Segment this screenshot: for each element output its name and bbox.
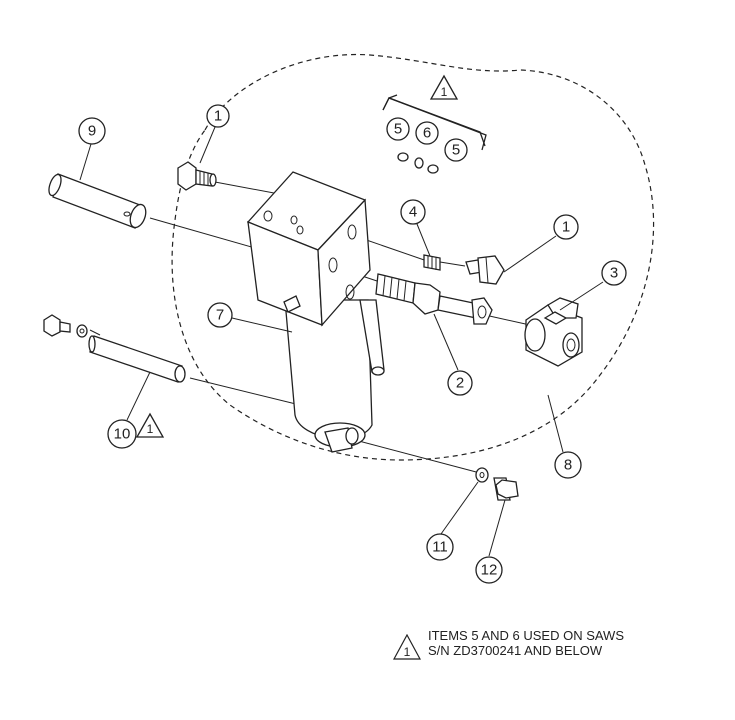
coil-part-3 xyxy=(524,297,583,367)
svg-text:5: 5 xyxy=(452,142,460,159)
svg-text:7: 7 xyxy=(216,307,224,324)
svg-text:9: 9 xyxy=(88,123,96,140)
svg-text:12: 12 xyxy=(481,562,498,579)
washer-11-bolt-12 xyxy=(475,467,519,501)
callout-5-right: 5 xyxy=(444,138,468,162)
fitting-part-1-left xyxy=(177,161,217,191)
bolt-washer-tube-10 xyxy=(43,314,186,383)
svg-text:1: 1 xyxy=(562,219,570,236)
delta-flag-note: 1 xyxy=(393,634,421,660)
valve-part-2 xyxy=(375,273,493,325)
svg-text:1: 1 xyxy=(147,422,154,436)
svg-text:6: 6 xyxy=(423,125,431,142)
cartridge-part-4 xyxy=(423,254,466,271)
callout-6: 6 xyxy=(415,121,439,145)
callout-9: 9 xyxy=(78,117,106,145)
svg-text:8: 8 xyxy=(564,457,572,474)
svg-text:3: 3 xyxy=(610,265,618,282)
footnote-line-1: ITEMS 5 AND 6 USED ON SAWS xyxy=(428,628,625,643)
delta-flag-item-10: 1 xyxy=(135,412,165,438)
svg-text:5: 5 xyxy=(394,121,402,138)
assembly-boundary-dashed xyxy=(171,53,655,461)
callout-12: 12 xyxy=(475,556,503,584)
callout-1-left: 1 xyxy=(206,104,230,128)
seal-rings-5-6-5 xyxy=(397,152,439,174)
valve-block-body xyxy=(246,171,385,453)
plug-part-1-right xyxy=(465,255,505,285)
callout-11: 11 xyxy=(426,533,454,561)
svg-text:1: 1 xyxy=(441,85,448,99)
svg-text:4: 4 xyxy=(409,204,417,221)
callout-10: 10 xyxy=(107,419,137,449)
callout-5-left: 5 xyxy=(386,117,410,141)
svg-text:10: 10 xyxy=(114,426,131,443)
callout-1-right: 1 xyxy=(553,214,579,240)
footnote: ITEMS 5 AND 6 USED ON SAWS S/N ZD3700241… xyxy=(428,628,624,658)
footnote-line-2: S/N ZD3700241 AND BELOW xyxy=(428,643,603,658)
callout-7: 7 xyxy=(207,302,233,328)
svg-text:1: 1 xyxy=(214,108,222,125)
svg-text:1: 1 xyxy=(404,645,411,659)
callout-3: 3 xyxy=(601,260,627,286)
callout-2: 2 xyxy=(447,370,473,396)
delta-flag-top: 1 xyxy=(429,74,459,100)
svg-text:11: 11 xyxy=(432,539,448,556)
callout-4: 4 xyxy=(400,199,426,225)
svg-text:2: 2 xyxy=(456,375,464,392)
rod-part-9 xyxy=(48,173,147,229)
callout-8: 8 xyxy=(554,451,582,479)
